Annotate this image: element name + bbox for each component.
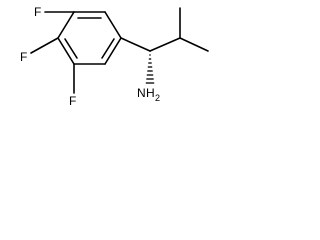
- amine-group-label: N H 2: [137, 86, 160, 103]
- ring-bond-c3-c4: [104, 37, 122, 65]
- fluorine-label-middle: F: [20, 50, 27, 64]
- bond-chiral-carbon-isopropyl-ch: [149, 37, 181, 52]
- hashed-wedge-bond-to-amine: [145, 54, 155, 84]
- amine-hydrogen-count: 2: [155, 93, 160, 103]
- bond-isopropyl-methyl-right: [179, 37, 209, 52]
- benzene-ring: [57, 11, 122, 65]
- fluorine-label-bottom: F: [69, 94, 76, 108]
- bond-c6-f-middle: [30, 37, 59, 54]
- ring-bond-c6-c1: [57, 11, 75, 39]
- ring-bond-c2-c3: [104, 11, 122, 39]
- amine-hydrogen-label: H: [146, 86, 155, 100]
- fluorine-label-top: F: [34, 5, 41, 19]
- bond-c3-chiral-carbon: [120, 37, 151, 52]
- ring-double-bond-right: [101, 38, 115, 59]
- ring-bond-c5-c6: [57, 37, 75, 65]
- amine-nitrogen-label: N: [137, 86, 146, 100]
- ring-double-bond-left: [64, 38, 78, 59]
- molecule-structure-diagram: F F F N H 2: [20, 5, 209, 108]
